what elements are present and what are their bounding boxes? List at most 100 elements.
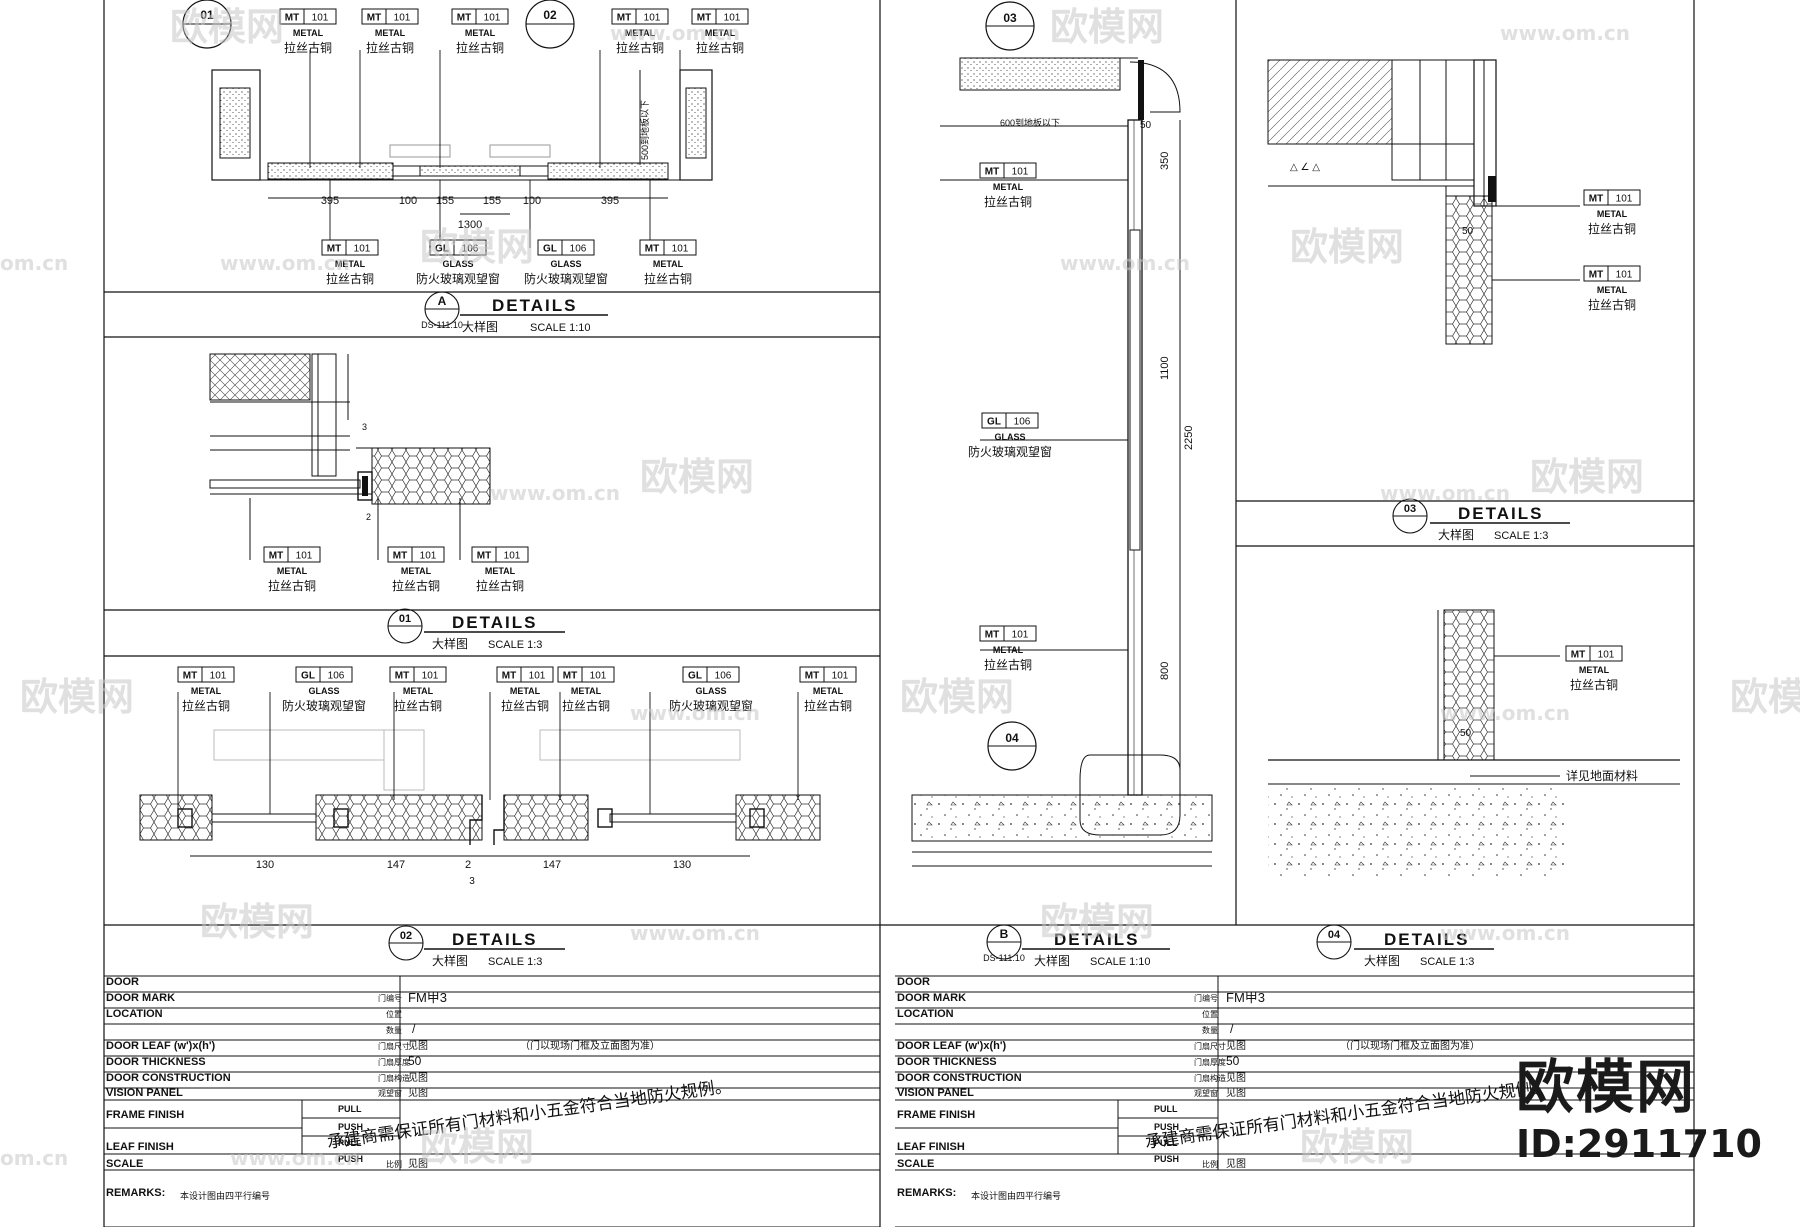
watermark-url: www.om.cn	[1440, 701, 1570, 725]
tag-number: 106	[1014, 417, 1031, 428]
svg-text:大样图: 大样图	[1364, 953, 1400, 968]
frame-lines	[103, 0, 1695, 1227]
watermark-url: www.om.cn	[1500, 21, 1630, 45]
tag-number: 101	[1012, 167, 1029, 178]
tag-number: 101	[422, 671, 439, 682]
tag-material-cn: 拉丝古铜	[326, 271, 374, 286]
row-leaf-finish: LEAF FINISH	[897, 1141, 965, 1153]
svg-text:50: 50	[1140, 120, 1152, 131]
tag-number: 101	[504, 551, 521, 562]
watermark-url: www.om.cn	[1060, 251, 1190, 275]
svg-text:04: 04	[1005, 731, 1019, 745]
cn-thickness: 门扇厚度	[1194, 1057, 1226, 1067]
watermark-url: www.om.cn	[1380, 481, 1510, 505]
svg-text:02: 02	[400, 930, 412, 942]
svg-text:DS-111.10: DS-111.10	[421, 320, 463, 330]
watermark-brand: 欧模网	[170, 5, 284, 49]
tag-material-cn: 拉丝古铜	[394, 698, 442, 713]
cn-qty: 数量	[1202, 1025, 1218, 1035]
svg-text:SCALE 1:3: SCALE 1:3	[488, 956, 542, 968]
panel-a-markers: 01 02	[182, 0, 575, 49]
tag-material-en: METAL	[485, 566, 516, 576]
tag-code: MT	[1589, 194, 1603, 205]
watermark-brand: 欧模网	[900, 675, 1014, 719]
scale-value: 见图	[1226, 1158, 1246, 1170]
svg-text:DS-111.10: DS-111.10	[983, 953, 1025, 963]
tag-material-en: METAL	[375, 28, 406, 38]
tag-number: 106	[328, 671, 345, 682]
watermark-brand: 欧模网	[1040, 900, 1154, 944]
tag-number: 106	[570, 244, 587, 255]
schedule-left	[104, 975, 880, 1227]
title-a: A DS-111.10 DETAILS 大样图 SCALE 1:10	[421, 291, 608, 334]
tag-number: 101	[420, 551, 437, 562]
watermark-url: www.om.cn	[630, 921, 760, 945]
svg-text:395: 395	[601, 195, 619, 207]
title-03: 03 DETAILS 大样图 SCALE 1:3	[1392, 498, 1570, 542]
svg-text:1100: 1100	[1159, 356, 1171, 380]
tag-code: MT	[985, 167, 999, 178]
tag-number: 101	[590, 671, 607, 682]
tag-material-cn: 防火玻璃观望窗	[282, 698, 366, 713]
panel-03-section: △ ∠ △ 50	[1267, 59, 1580, 345]
row-door: DOOR	[106, 976, 139, 988]
watermark-brand: 欧模网	[1530, 455, 1644, 499]
tag-material-cn: 拉丝古铜	[562, 698, 610, 713]
tag-material-cn: 拉丝古铜	[501, 698, 549, 713]
tag-material-cn: 拉丝古铜	[1588, 297, 1636, 312]
row-door: DOOR	[897, 976, 930, 988]
tag-number: 101	[394, 13, 411, 24]
tag-material-en: METAL	[1579, 665, 1610, 675]
tag-material-cn: 防火玻璃观望窗	[669, 698, 753, 713]
svg-text:50: 50	[1462, 226, 1474, 237]
tag-code: MT	[327, 244, 341, 255]
title-b: B DS-111.10 DETAILS 大样图 SCALE 1:10	[983, 924, 1170, 968]
tag-material-en: METAL	[571, 686, 602, 696]
svg-text:2: 2	[366, 512, 371, 522]
watermark-brand: 欧模网	[1290, 225, 1404, 269]
tag-code: MT	[1571, 650, 1585, 661]
door-mark-value: FM甲3	[1226, 990, 1265, 1005]
row-vision-panel: VISION PANEL	[897, 1087, 974, 1099]
row-door-construction: DOOR CONSTRUCTION	[897, 1072, 1022, 1084]
tag-number: 101	[644, 13, 661, 24]
tag-number: 101	[210, 671, 227, 682]
tag-material-en: METAL	[993, 182, 1024, 192]
row-scale: SCALE	[897, 1158, 934, 1170]
cn-location: 位置	[1202, 1009, 1218, 1019]
pull-label: PULL	[1154, 1138, 1178, 1148]
thickness-value: 50	[408, 1054, 422, 1068]
cn-thickness: 门扇厚度	[378, 1057, 410, 1067]
tag-material-cn: 防火玻璃观望窗	[416, 271, 500, 286]
svg-text:100: 100	[399, 195, 417, 207]
leaf-note: （门以现场门框及立面图为准）	[520, 1039, 660, 1052]
tag-material-cn: 拉丝古铜	[476, 578, 524, 593]
row-door-leaf: DOOR LEAF (w')x(h')	[897, 1040, 1006, 1052]
tag-code: GL	[435, 244, 449, 255]
watermark-url: www.om.cn	[610, 21, 740, 45]
row-vision-panel: VISION PANEL	[106, 1087, 183, 1099]
tag-number: 101	[1598, 650, 1615, 661]
qty-value: /	[412, 1022, 416, 1036]
tag-number: 106	[715, 671, 732, 682]
svg-text:DETAILS: DETAILS	[1054, 930, 1139, 949]
svg-text:02: 02	[543, 8, 557, 22]
leaf-value: 见图	[408, 1040, 428, 1052]
tag-material-en: GLASS	[308, 686, 339, 696]
tag-material-cn: 拉丝古铜	[1570, 677, 1618, 692]
tag-code: GL	[543, 244, 557, 255]
tag-material-cn: 拉丝古铜	[182, 698, 230, 713]
tag-material-en: METAL	[813, 686, 844, 696]
cn-vision: 观望窗	[1194, 1088, 1218, 1098]
